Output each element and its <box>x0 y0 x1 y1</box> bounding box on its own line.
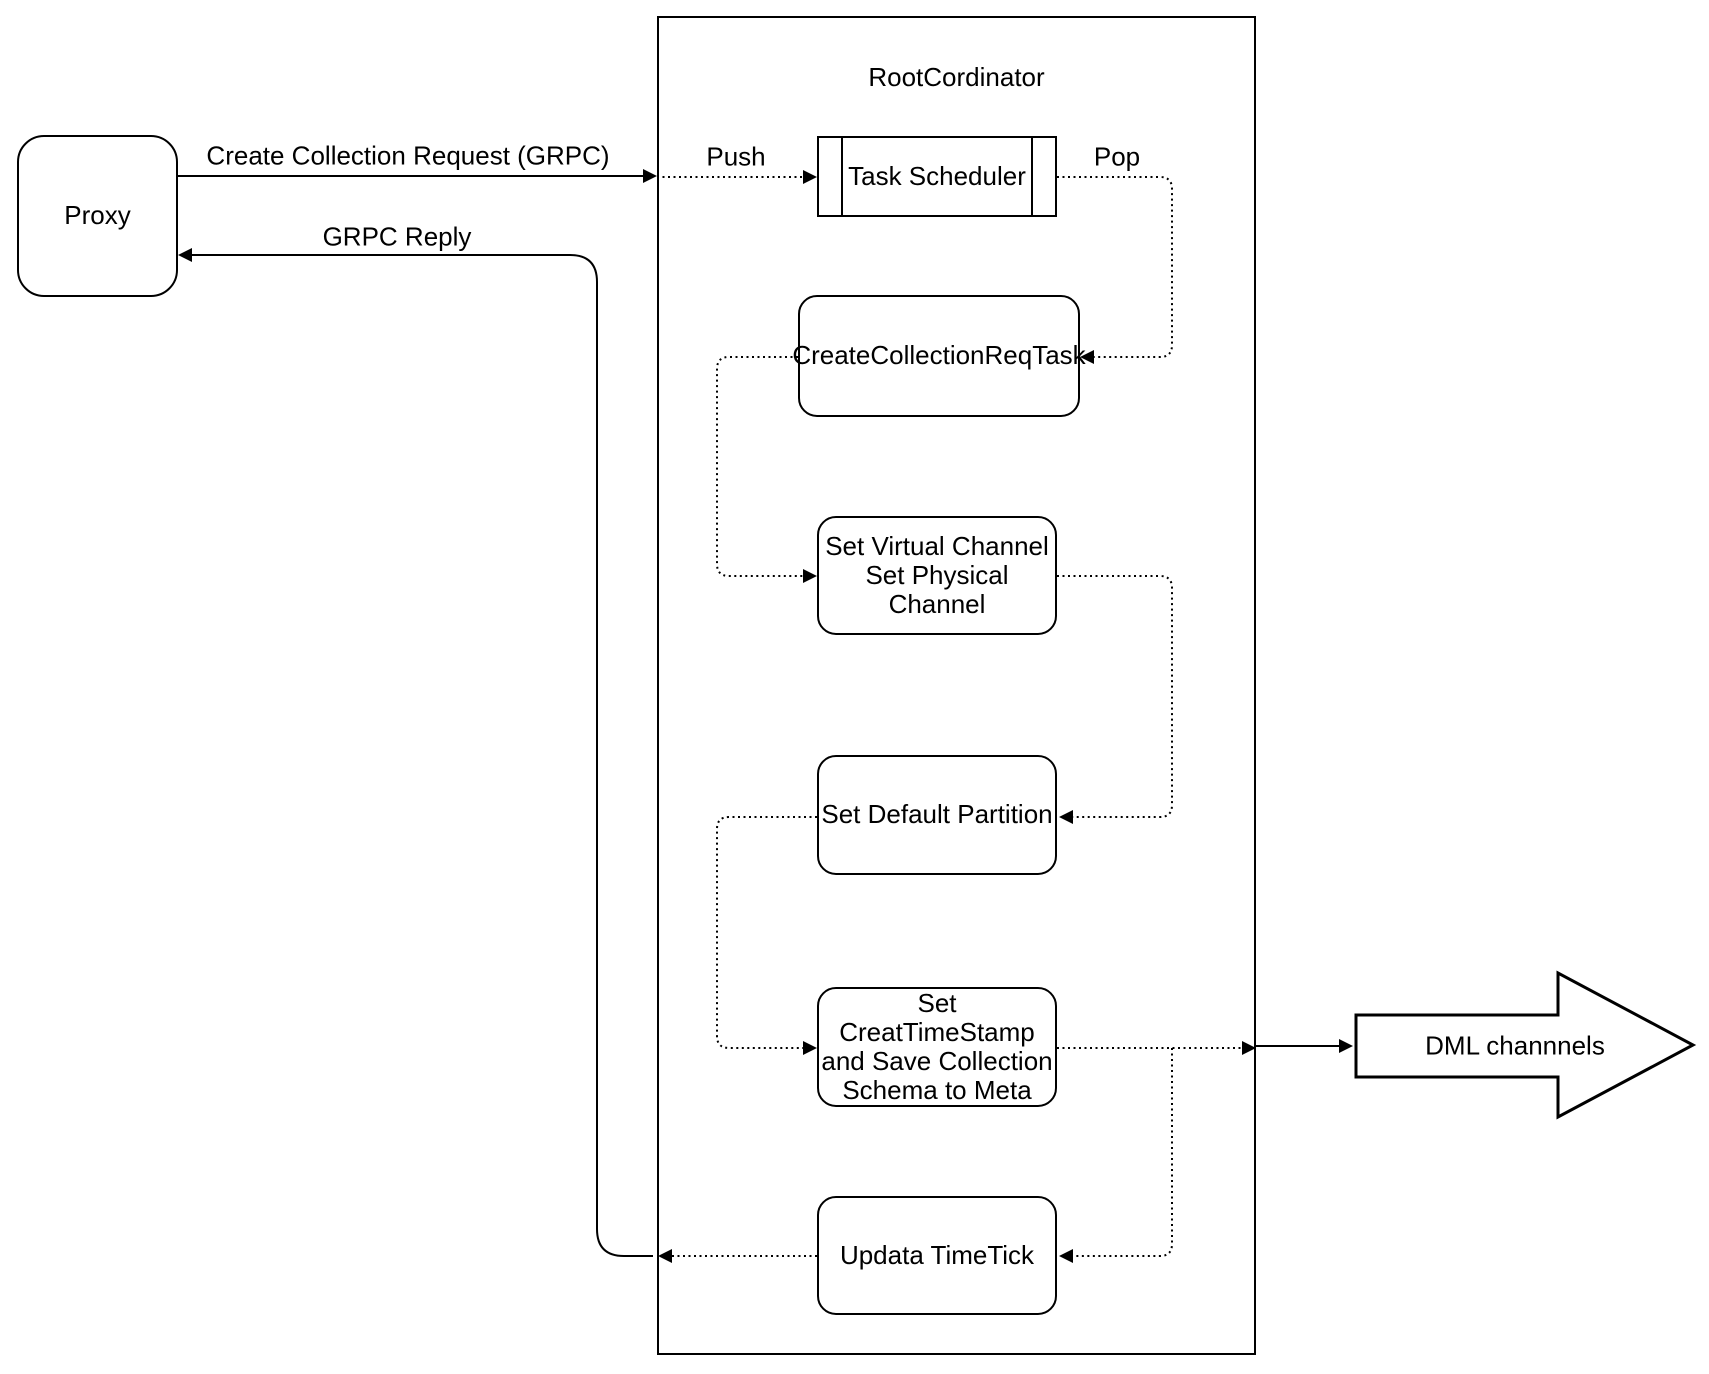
grpc-reply-label: GRPC Reply <box>322 221 472 252</box>
update-timetick-node: Updata TimeTick <box>817 1196 1057 1315</box>
root-coordinator-container <box>657 16 1256 1355</box>
create-collection-request-label: Create Collection Request (GRPC) <box>206 140 610 171</box>
task-scheduler-label: Task Scheduler <box>848 160 1026 191</box>
edge-border-to-dml-channels <box>1256 1039 1353 1053</box>
root-coordinator-title: RootCordinator <box>868 62 1045 92</box>
edge-reqtask-to-set-channels <box>716 356 817 583</box>
task-scheduler-node: Task Scheduler <box>817 136 1057 217</box>
pop-label: Pop <box>1093 141 1141 172</box>
edge-grpc-reply <box>178 248 653 1257</box>
queue-divider-left <box>841 138 843 215</box>
edge-default-partition-to-timestamp <box>716 816 817 1055</box>
proxy-node: Proxy <box>17 135 178 297</box>
push-label: Push <box>706 141 766 172</box>
edge-push <box>657 170 817 184</box>
edge-pop <box>1057 176 1173 364</box>
set-virtual-physical-channel-node: Set Virtual Channel Set Physical Channel <box>817 516 1057 635</box>
queue-divider-right <box>1031 138 1033 215</box>
edge-create-collection-request <box>178 169 657 183</box>
proxy-label: Proxy <box>64 200 131 231</box>
edge-timestamp-to-dml-border <box>1057 1041 1256 1055</box>
edge-timestamp-to-timetick <box>1059 1048 1173 1263</box>
dml-channels-label: DML channnels <box>1425 1030 1605 1061</box>
set-default-partition-node: Set Default Partition <box>817 755 1057 875</box>
set-create-timestamp-node: Set CreatTimeStamp and Save Collection S… <box>817 987 1057 1107</box>
dml-channels-arrow-shape <box>1354 970 1697 1120</box>
edge-timetick-to-reply-line <box>658 1249 817 1263</box>
create-collection-req-task-node: CreateCollectionReqTask <box>792 295 1086 417</box>
edge-set-channels-to-default-partition <box>1057 575 1173 824</box>
